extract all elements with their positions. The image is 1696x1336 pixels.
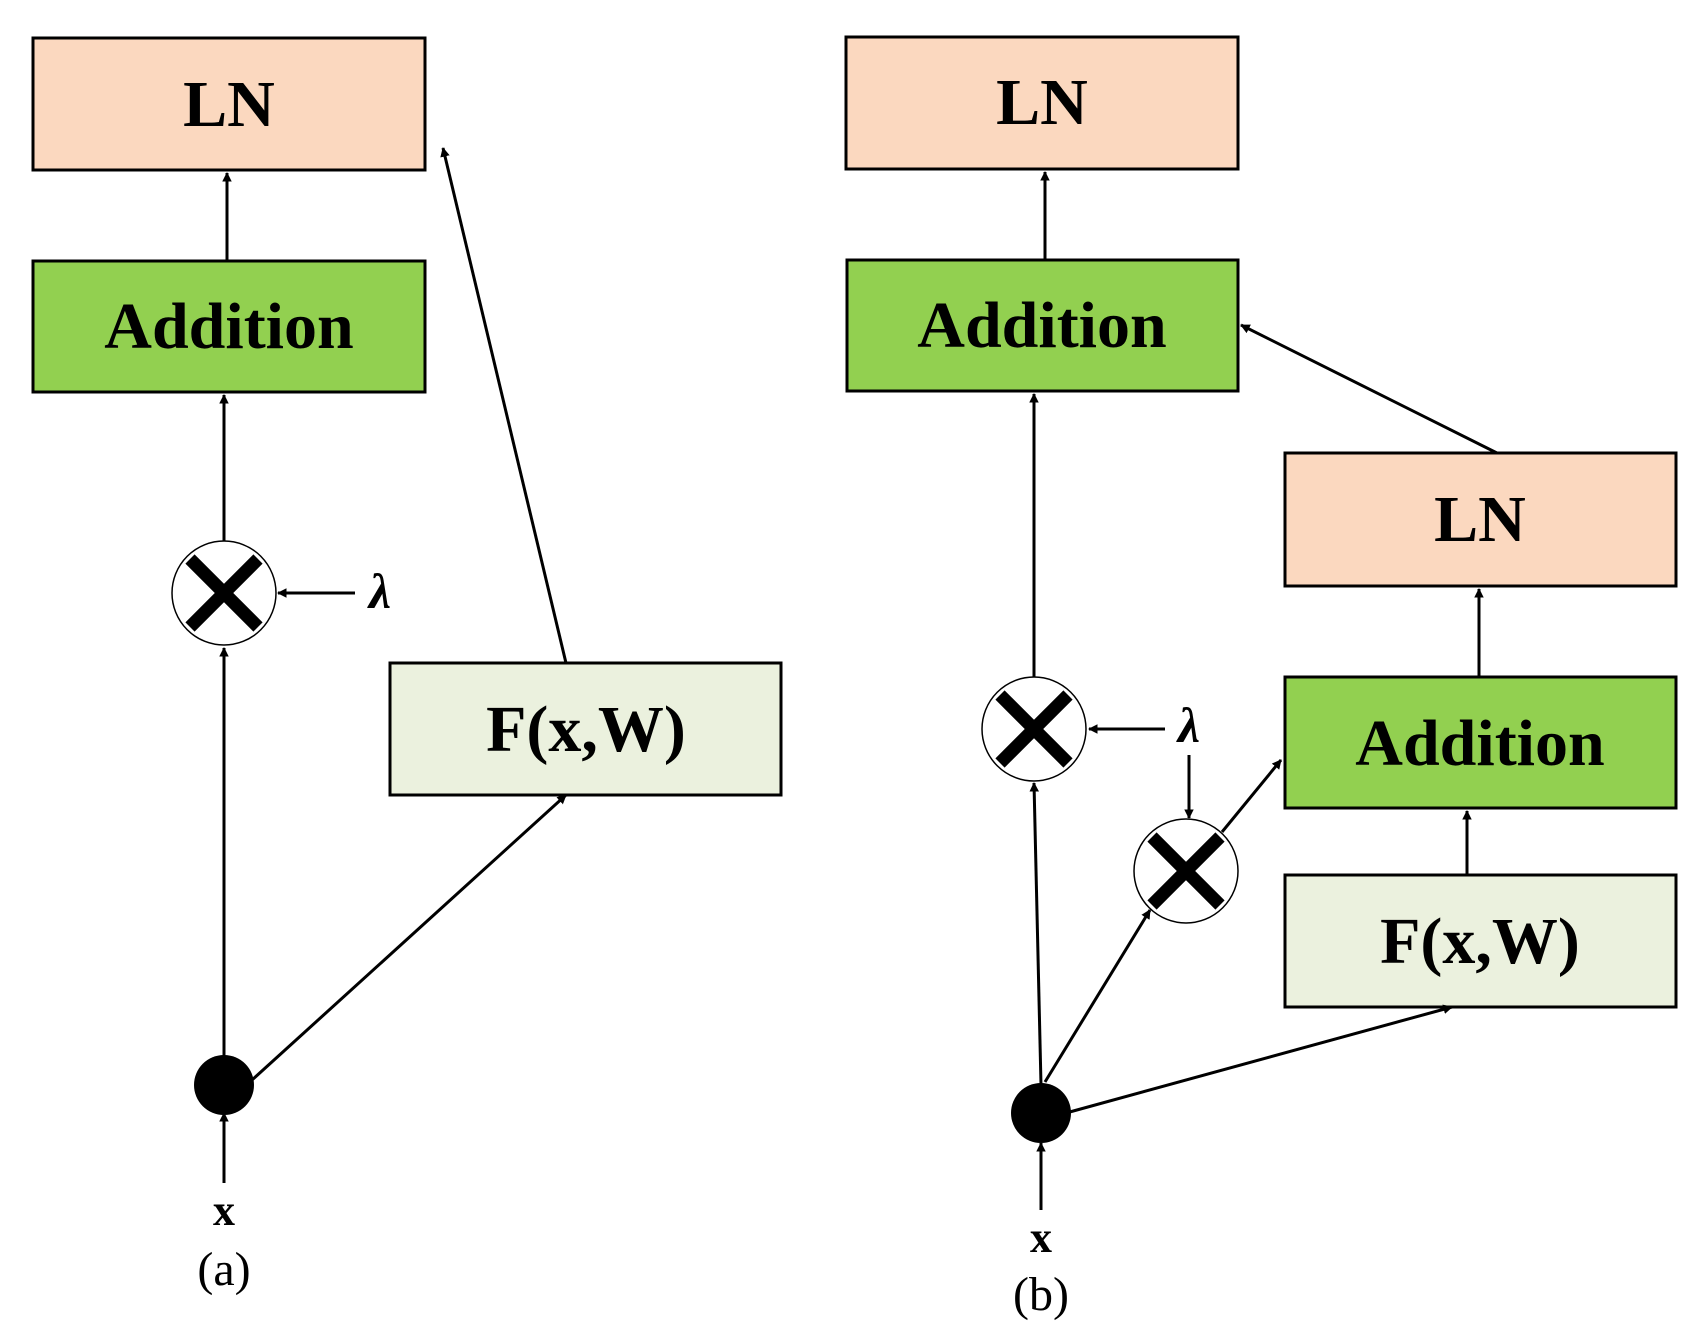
panel-a-input-x-label: x — [213, 1186, 235, 1235]
panel-b-top-addition-box: Addition — [845, 258, 1240, 393]
panel-a-arrow-fxw-to-ln — [440, 147, 568, 664]
panel-b-input-node — [1011, 1083, 1071, 1143]
panel-b-arrow-node-to-multiply1 — [1029, 782, 1043, 1086]
panel-b-lambda-label: λ — [1176, 697, 1200, 753]
panel-b-caption: (b) — [1013, 1268, 1069, 1321]
panel-a-ln-box: LN — [31, 36, 427, 172]
panel-a-addition-box: Addition — [31, 259, 427, 394]
panel-a-caption: (a) — [197, 1243, 250, 1296]
panel-b-arrow-node-to-multiply2 — [1043, 909, 1152, 1083]
panel-b-input-x-label: x — [1030, 1213, 1052, 1262]
panel-b-inner-addition-label: Addition — [1355, 707, 1604, 780]
panel-b-inner-ln-label: LN — [1434, 483, 1526, 556]
panel-b-inner-addition-box: Addition — [1283, 675, 1678, 810]
panel-b-arrow-inner-ln-to-top-addition — [1240, 323, 1498, 455]
panel-b-arrow-node-to-fxw — [1065, 1004, 1453, 1115]
panel-a-lambda-label: λ — [367, 563, 391, 619]
multiply-icon — [171, 540, 277, 646]
panel-a-ln-label: LN — [183, 68, 275, 141]
panel-a: LN Addition F(x,W) λ x (a) — [31, 36, 783, 1296]
panel-b: LN Addition LN Addition F(x,W) — [844, 35, 1678, 1321]
panel-a-input-node — [194, 1055, 254, 1115]
multiply-icon — [1133, 818, 1239, 924]
panel-a-addition-label: Addition — [104, 290, 353, 363]
panel-a-fxw-label: F(x,W) — [486, 693, 686, 766]
panel-b-fxw-box: F(x,W) — [1283, 873, 1678, 1009]
panel-b-inner-ln-box: LN — [1283, 451, 1678, 588]
panel-b-top-addition-label: Addition — [917, 289, 1166, 362]
panel-b-top-ln-box: LN — [844, 35, 1240, 171]
panel-b-top-ln-label: LN — [996, 66, 1088, 139]
panel-b-arrow-multiply2-to-inner-addition — [1220, 759, 1283, 833]
panel-a-arrow-node-to-fxw — [250, 793, 568, 1082]
panel-a-fxw-box: F(x,W) — [388, 661, 783, 797]
panel-b-fxw-label: F(x,W) — [1380, 905, 1580, 978]
multiply-icon — [981, 676, 1087, 782]
